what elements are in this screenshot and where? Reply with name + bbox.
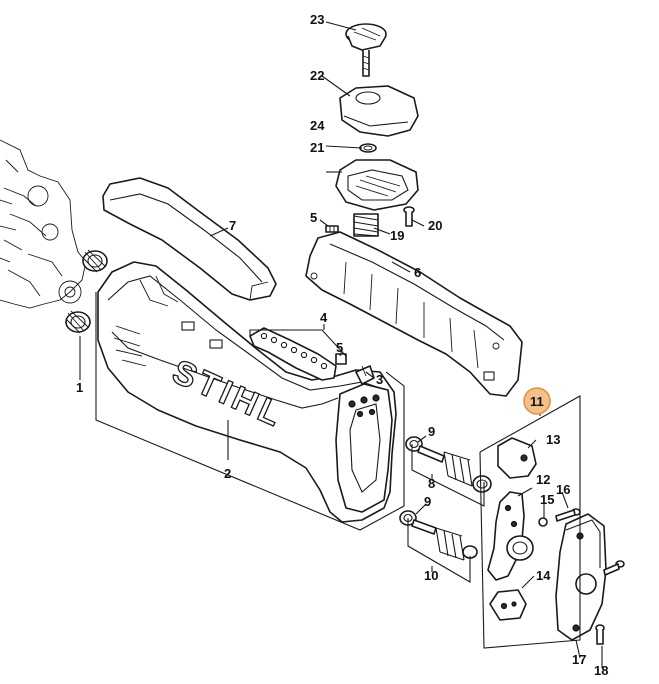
part-5-screw-middle — [335, 353, 347, 365]
callout-9-upper: 9 — [428, 424, 435, 439]
part-9-pin-upper — [405, 436, 445, 463]
part-8-spring-upper — [443, 451, 492, 493]
callout-2: 2 — [224, 466, 231, 481]
callout-13: 13 — [546, 432, 560, 447]
part-19-spring — [353, 213, 379, 237]
callout-11: 11 — [530, 394, 544, 409]
part-6-side-cover — [305, 231, 523, 397]
callout-16: 16 — [556, 482, 570, 497]
part-13-switch-cap — [497, 437, 537, 479]
callout-12: 12 — [536, 472, 550, 487]
part-23-knob — [345, 23, 387, 77]
callout-14: 14 — [536, 568, 551, 583]
part-5-screw-top — [325, 225, 339, 233]
callout-10: 10 — [424, 568, 438, 583]
callout-1: 1 — [76, 380, 83, 395]
part-9-pin-lower — [399, 510, 437, 535]
part-24-o-ring — [359, 143, 377, 153]
callout-8: 8 — [428, 476, 435, 491]
part-7-cover — [102, 177, 277, 301]
callout-5-top: 5 — [310, 210, 317, 225]
part-21-base — [335, 159, 419, 211]
highlight-circle-11 — [523, 387, 551, 415]
part-17-side-plate — [555, 513, 607, 641]
callout-19: 19 — [390, 228, 404, 243]
engine-housing-fragment — [0, 139, 87, 309]
part-18-screw-lower — [595, 624, 605, 645]
callout-9-lower: 9 — [424, 494, 431, 509]
part-2-handle-housing — [97, 261, 397, 523]
callout-22: 22 — [310, 68, 324, 83]
part-15-washer — [538, 517, 548, 527]
part-20-screw — [403, 206, 415, 227]
group-bracket-lines — [95, 292, 581, 649]
part-12-lever — [487, 491, 534, 581]
callout-6: 6 — [414, 265, 421, 280]
part-4-wiring-strip — [249, 327, 337, 381]
callout-labels: 23 22 24 21 5 19 20 7 6 4 5 3 1 2 9 8 9 … — [76, 12, 608, 678]
callout-20: 20 — [428, 218, 442, 233]
callout-18: 18 — [594, 663, 608, 678]
part-1-buffers — [65, 249, 108, 334]
part-14-trigger — [489, 589, 527, 621]
callout-5-mid: 5 — [336, 340, 343, 355]
callout-7: 7 — [229, 218, 236, 233]
callout-24: 24 — [310, 118, 325, 133]
callout-17: 17 — [572, 652, 586, 667]
part-18-screw-upper — [603, 560, 625, 576]
part-10-spring-lower — [435, 527, 478, 561]
part-22-cap — [339, 85, 419, 137]
callout-21: 21 — [310, 140, 324, 155]
callout-23: 23 — [310, 12, 324, 27]
callout-15: 15 — [540, 492, 554, 507]
callout-4: 4 — [320, 310, 328, 325]
callout-3: 3 — [376, 372, 383, 387]
